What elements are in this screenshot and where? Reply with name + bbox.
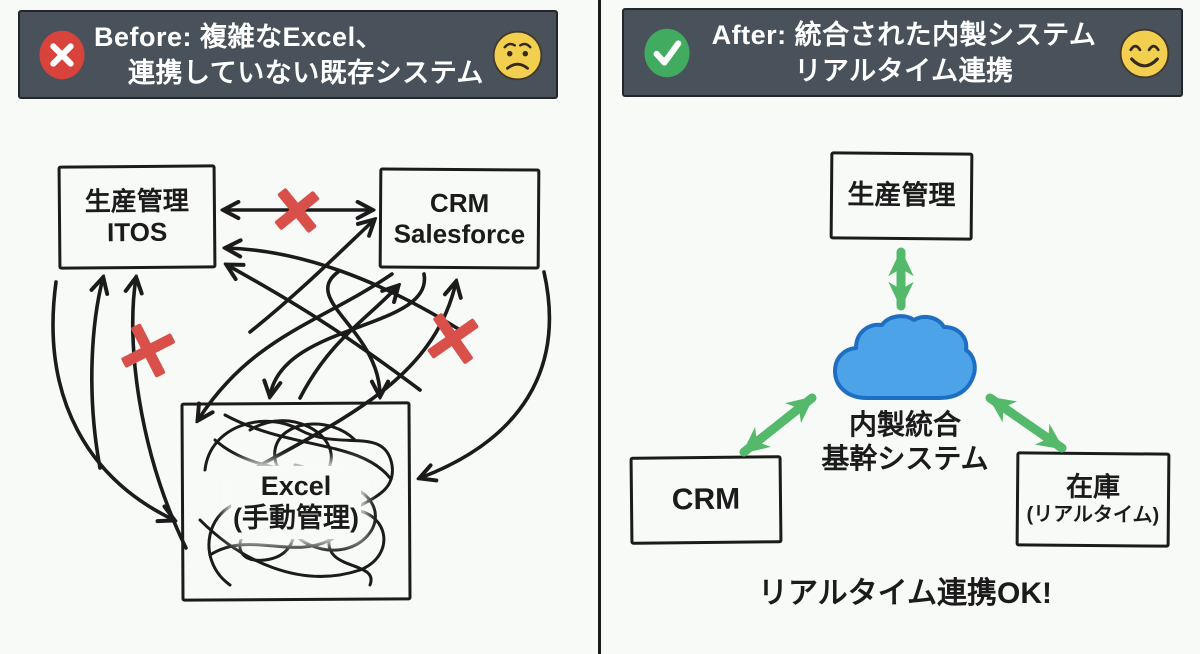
- excel-label-line1: Excel: [260, 471, 332, 501]
- core-system-label-line1: 内製統合: [848, 409, 961, 440]
- after-header: After: 統合された内製システム リアルタイム連携: [622, 8, 1183, 97]
- red-x-mark-icon: [113, 316, 184, 387]
- inventory-box: 在庫 (リアルタイム): [1015, 451, 1171, 548]
- before-title-line1: Before: 複雑なExcel、: [94, 22, 384, 52]
- crm-label: CRM: [671, 482, 741, 517]
- before-title-line2: 連携していない既存システム: [128, 57, 484, 88]
- excel-manual-label: Excel (手動管理): [231, 466, 361, 539]
- crm-salesforce-line1: CRM: [429, 187, 490, 219]
- crm-salesforce-line2: Salesforce: [393, 218, 526, 249]
- core-system-label-line2: 基幹システム: [821, 442, 989, 474]
- worried-face-emoji: [492, 30, 543, 81]
- cloud-icon: [833, 314, 977, 400]
- production-label: 生産管理: [847, 179, 956, 211]
- after-title: After: 統合された内製システム リアルタイム連携: [684, 18, 1124, 89]
- panel-divider: [598, 0, 601, 654]
- check-circle-icon: [644, 28, 690, 78]
- after-title-line1: After: 統合された内製システム: [711, 20, 1097, 50]
- inventory-line2: (リアルタイム): [1026, 503, 1160, 527]
- crm-salesforce-box: CRM Salesforce: [378, 167, 541, 270]
- production-itos-line1: 生産管理: [84, 185, 189, 217]
- before-header: Before: 複雑なExcel、 連携していない既存システム: [18, 10, 558, 99]
- red-x-mark-icon: [270, 184, 325, 239]
- smiling-face-emoji: [1119, 28, 1170, 79]
- before-title: Before: 複雑なExcel、 連携していない既存システム: [94, 20, 484, 91]
- core-system-label: 内製統合 基幹システム: [795, 408, 1015, 475]
- excel-label-line2: (手動管理): [233, 503, 359, 534]
- realtime-ok-text: リアルタイム連携OK!: [757, 577, 1053, 610]
- x-circle-icon: [39, 30, 85, 80]
- production-box: 生産管理: [829, 151, 974, 241]
- production-itos-box: 生産管理 ITOS: [57, 164, 217, 270]
- red-x-mark-icon: [421, 307, 486, 372]
- crm-box: CRM: [629, 455, 783, 545]
- inventory-line1: 在庫: [1065, 471, 1121, 503]
- after-title-line2: リアルタイム連携: [794, 55, 1014, 86]
- production-itos-line2: ITOS: [106, 216, 168, 248]
